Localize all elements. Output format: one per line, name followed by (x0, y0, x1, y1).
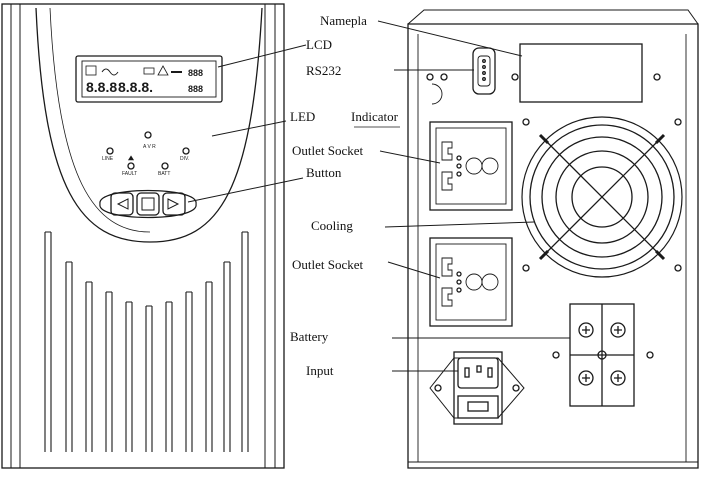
led-avr (144, 131, 152, 139)
lcd-middle-digits: 8.8.8. (118, 79, 153, 95)
front-vent-slots (44, 231, 249, 452)
led-fault-label: FAULT (122, 171, 137, 177)
label-input: Input (306, 363, 334, 378)
label-led: LED (290, 109, 316, 124)
fuse-icon (457, 395, 499, 419)
button-middle[interactable] (136, 192, 160, 216)
battery-icon (85, 65, 97, 76)
battery-terminal-block (552, 303, 654, 407)
leader-lines (187, 20, 570, 372)
screw-icon (426, 73, 434, 81)
rear-case-outline (407, 23, 699, 469)
rs232-port (426, 47, 661, 95)
outlet-socket-1 (429, 121, 513, 211)
lcd-display: 8.8.8 8.8.8. 888 888 (75, 55, 223, 103)
led-line (106, 147, 114, 155)
lcd-right-bottom-digits: 888 (188, 84, 203, 94)
label-outlet-socket-1: Outlet Socket (292, 143, 364, 158)
button-left-triangle-icon (116, 198, 129, 210)
lcd-right-top-digits: 888 (188, 68, 203, 78)
button-right[interactable] (162, 192, 186, 216)
screw-icon (511, 73, 519, 81)
screw-icon (653, 73, 661, 81)
label-outlet-socket-2: Outlet Socket (292, 257, 364, 272)
led-batt (161, 162, 169, 170)
label-button: Button (306, 165, 342, 180)
lcd-left-digits: 8.8.8 (86, 79, 117, 95)
screw-icon (440, 73, 448, 81)
front-bezel (35, 7, 263, 243)
button-right-triangle-icon (167, 198, 180, 210)
button-left[interactable] (110, 192, 134, 216)
led-label-group: LINE A V R DIV. FAULT BATT (102, 144, 189, 177)
label-battery: Battery (290, 329, 329, 344)
led-fault (127, 162, 135, 170)
front-case-outline (1, 3, 285, 469)
ac-input-inlet (429, 351, 525, 425)
led-avr-label: A V R (143, 144, 156, 150)
label-lcd: LCD (306, 37, 332, 52)
fan-grille-icon (521, 116, 683, 278)
led-dvr (182, 147, 190, 155)
iec-inlet-icon (457, 357, 499, 389)
warning-icon (157, 65, 169, 76)
front-unit: 8.8.8 8.8.8. 888 888 (1, 3, 285, 469)
led-indicators (106, 131, 190, 170)
button-middle-square-icon (141, 197, 155, 211)
power-plug-icon (143, 67, 155, 75)
label-nameplate: Namepla (320, 13, 367, 28)
label-indicator: Indicator (351, 109, 398, 124)
led-batt-label: BATT (158, 171, 170, 177)
label-cooling: Cooling (311, 218, 353, 233)
button-group (99, 189, 197, 219)
sine-wave-icon (101, 68, 119, 76)
nameplate (519, 43, 643, 103)
led-dvr-label: DIV. (180, 156, 189, 162)
led-line-label: LINE (102, 156, 114, 162)
rear-unit (187, 9, 699, 469)
outlet-socket-2 (429, 237, 513, 327)
label-rs232: RS232 (306, 63, 342, 78)
